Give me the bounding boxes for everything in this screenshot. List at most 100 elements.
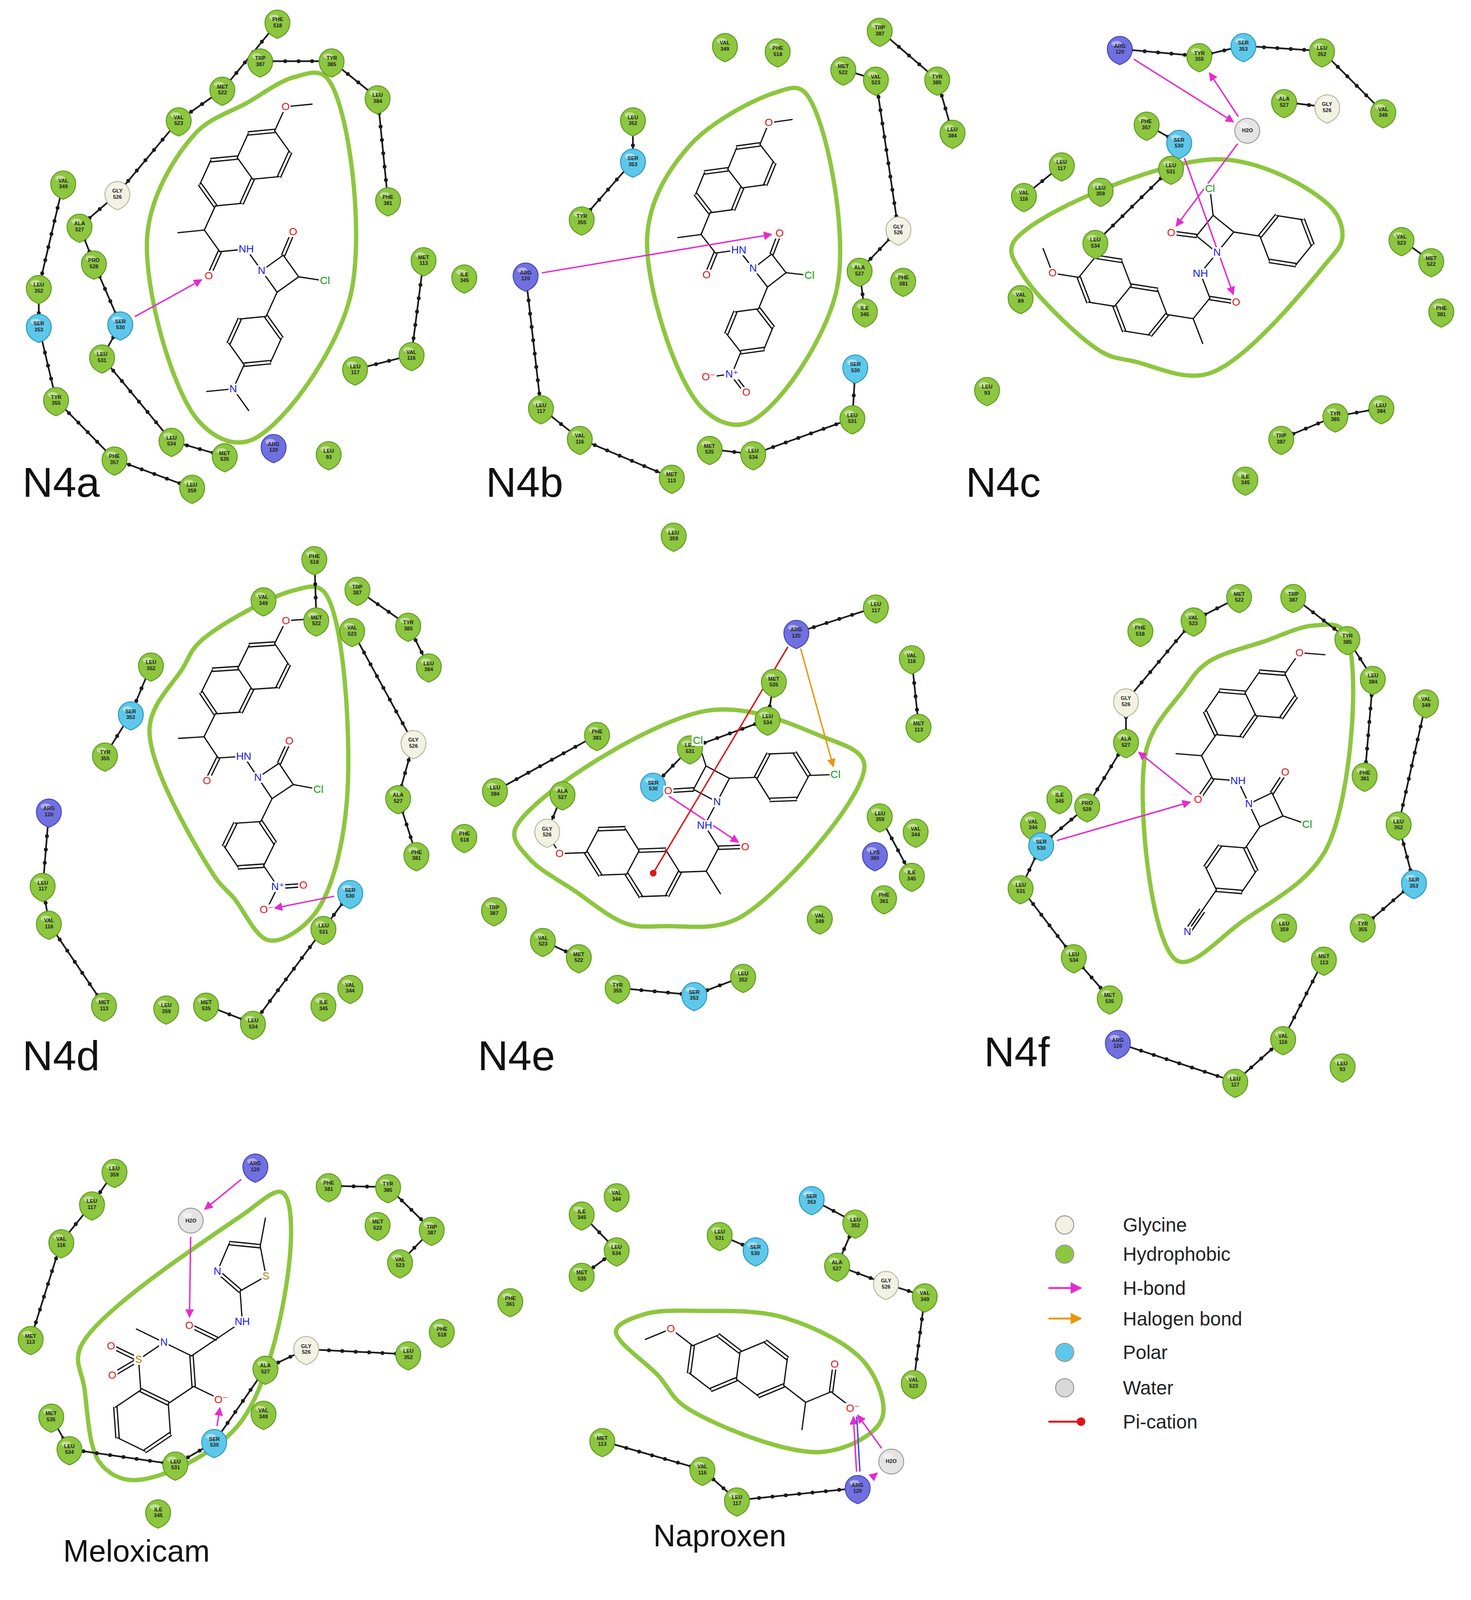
residue-node: MET 113 bbox=[904, 712, 933, 744]
bond bbox=[1114, 285, 1132, 307]
bond bbox=[283, 255, 299, 277]
bond bbox=[141, 1389, 169, 1403]
h-bond bbox=[1184, 158, 1234, 295]
backbone-dot bbox=[412, 1246, 417, 1251]
backbone-dot bbox=[770, 1494, 775, 1499]
residue-name: LEU 531 bbox=[166, 1459, 184, 1471]
residue-drop bbox=[620, 107, 646, 137]
atom-label: O bbox=[105, 1341, 116, 1352]
residue-name: MET 522 bbox=[307, 614, 325, 627]
legend-label: Water bbox=[1123, 1378, 1174, 1398]
backbone-dot bbox=[1249, 1065, 1253, 1070]
residue-name: MET 113 bbox=[1315, 953, 1333, 966]
backbone-dot bbox=[876, 94, 881, 99]
atom-label: Cl bbox=[319, 275, 332, 287]
residue-drop bbox=[301, 546, 327, 575]
backbone-dot bbox=[1202, 1069, 1207, 1074]
bond bbox=[212, 666, 238, 668]
backbone-dot bbox=[365, 1184, 369, 1189]
bond bbox=[177, 229, 205, 233]
residue-drop bbox=[416, 654, 442, 683]
backbone-dot bbox=[1059, 826, 1064, 831]
residue-drop bbox=[240, 1011, 266, 1040]
highlight bbox=[882, 1453, 893, 1460]
backbone-dot bbox=[379, 137, 384, 142]
backbone-dot bbox=[550, 758, 554, 762]
bond bbox=[764, 1343, 787, 1360]
water-label: H2O bbox=[885, 1458, 897, 1465]
atom-label: N bbox=[1212, 247, 1222, 258]
backbone-dot bbox=[127, 462, 132, 467]
legend-sample-dot bbox=[1076, 1417, 1086, 1427]
backbone-dot bbox=[796, 436, 801, 440]
bond bbox=[115, 1390, 141, 1408]
legend-sample bbox=[1048, 1421, 1081, 1424]
residue-drop bbox=[89, 344, 115, 374]
bond bbox=[1193, 318, 1203, 344]
residue-name: ILE 345 bbox=[573, 1208, 591, 1221]
residue-name: VAL 344 bbox=[608, 1190, 626, 1203]
backbone-dot bbox=[676, 1460, 680, 1465]
bond bbox=[1080, 276, 1091, 302]
bond bbox=[1095, 258, 1122, 263]
residue-node: PHE 381 bbox=[374, 186, 403, 218]
backbone-dot bbox=[907, 53, 911, 58]
residue-drop bbox=[310, 993, 336, 1022]
backbone-dot bbox=[283, 59, 288, 64]
residue-drop bbox=[482, 778, 508, 807]
bond bbox=[1285, 673, 1297, 697]
backbone-dot bbox=[1089, 976, 1094, 980]
atom-label: O bbox=[741, 387, 752, 398]
atom-label: O bbox=[554, 848, 565, 860]
backbone-line bbox=[653, 681, 774, 786]
residue-node: ILE 345 bbox=[1231, 465, 1260, 497]
bond bbox=[274, 643, 289, 665]
backbone-dot bbox=[1149, 185, 1153, 190]
residue-drop bbox=[550, 781, 575, 811]
residue-drop bbox=[1401, 870, 1427, 899]
bond bbox=[719, 1333, 742, 1351]
residue-drop bbox=[1011, 183, 1037, 212]
bond bbox=[742, 184, 766, 189]
residue-name: MET 535 bbox=[573, 1269, 591, 1282]
residue-name: LEU 352 bbox=[399, 1348, 417, 1361]
water-label: H2O bbox=[1241, 127, 1253, 134]
residue-node: TRP 387 bbox=[246, 47, 275, 79]
backbone-dot bbox=[884, 148, 889, 152]
backbone-dot bbox=[902, 860, 907, 865]
residue-name: VAL 523 bbox=[343, 624, 361, 637]
residue-node: LEU 352 bbox=[841, 1208, 870, 1240]
backbone-line bbox=[1293, 597, 1373, 776]
backbone-dot bbox=[381, 686, 386, 690]
residue-node: TRP 387 bbox=[417, 1216, 446, 1247]
backbone-dot bbox=[67, 411, 71, 415]
bond bbox=[764, 327, 774, 349]
residue-node: SER 353 bbox=[680, 981, 709, 1012]
backbone-dot bbox=[1321, 618, 1326, 623]
backbone-dot bbox=[808, 431, 813, 436]
backbone-dot bbox=[592, 443, 597, 448]
residue-name: PHE 518 bbox=[455, 830, 473, 843]
bond bbox=[1205, 690, 1220, 713]
bond bbox=[1243, 848, 1255, 872]
backbone-dot bbox=[388, 698, 392, 702]
residue-name: VAL 349 bbox=[716, 39, 734, 52]
residue-drop bbox=[871, 885, 897, 915]
residue-node: MET 535 bbox=[759, 667, 788, 699]
residue-name: LEU 117 bbox=[1226, 1076, 1244, 1089]
backbone-dot bbox=[715, 736, 720, 741]
residue-node: VAL 349 bbox=[1369, 98, 1398, 129]
h-bond bbox=[857, 1415, 882, 1449]
bond bbox=[695, 172, 705, 195]
residue-name: TRP 387 bbox=[1284, 591, 1302, 604]
backbone-dot bbox=[49, 377, 54, 381]
residue-node: ARG 120 bbox=[1105, 34, 1134, 66]
bond bbox=[1201, 756, 1213, 780]
backbone-dot bbox=[943, 106, 948, 111]
residue-name: PHE 381 bbox=[1432, 305, 1450, 318]
residue-name: LEU 384 bbox=[943, 126, 962, 139]
residue-name: VAL 116 bbox=[903, 652, 921, 665]
atom-label: NH bbox=[1229, 775, 1247, 787]
residue-name: SER 530 bbox=[341, 887, 359, 900]
residue-drop bbox=[138, 653, 164, 682]
